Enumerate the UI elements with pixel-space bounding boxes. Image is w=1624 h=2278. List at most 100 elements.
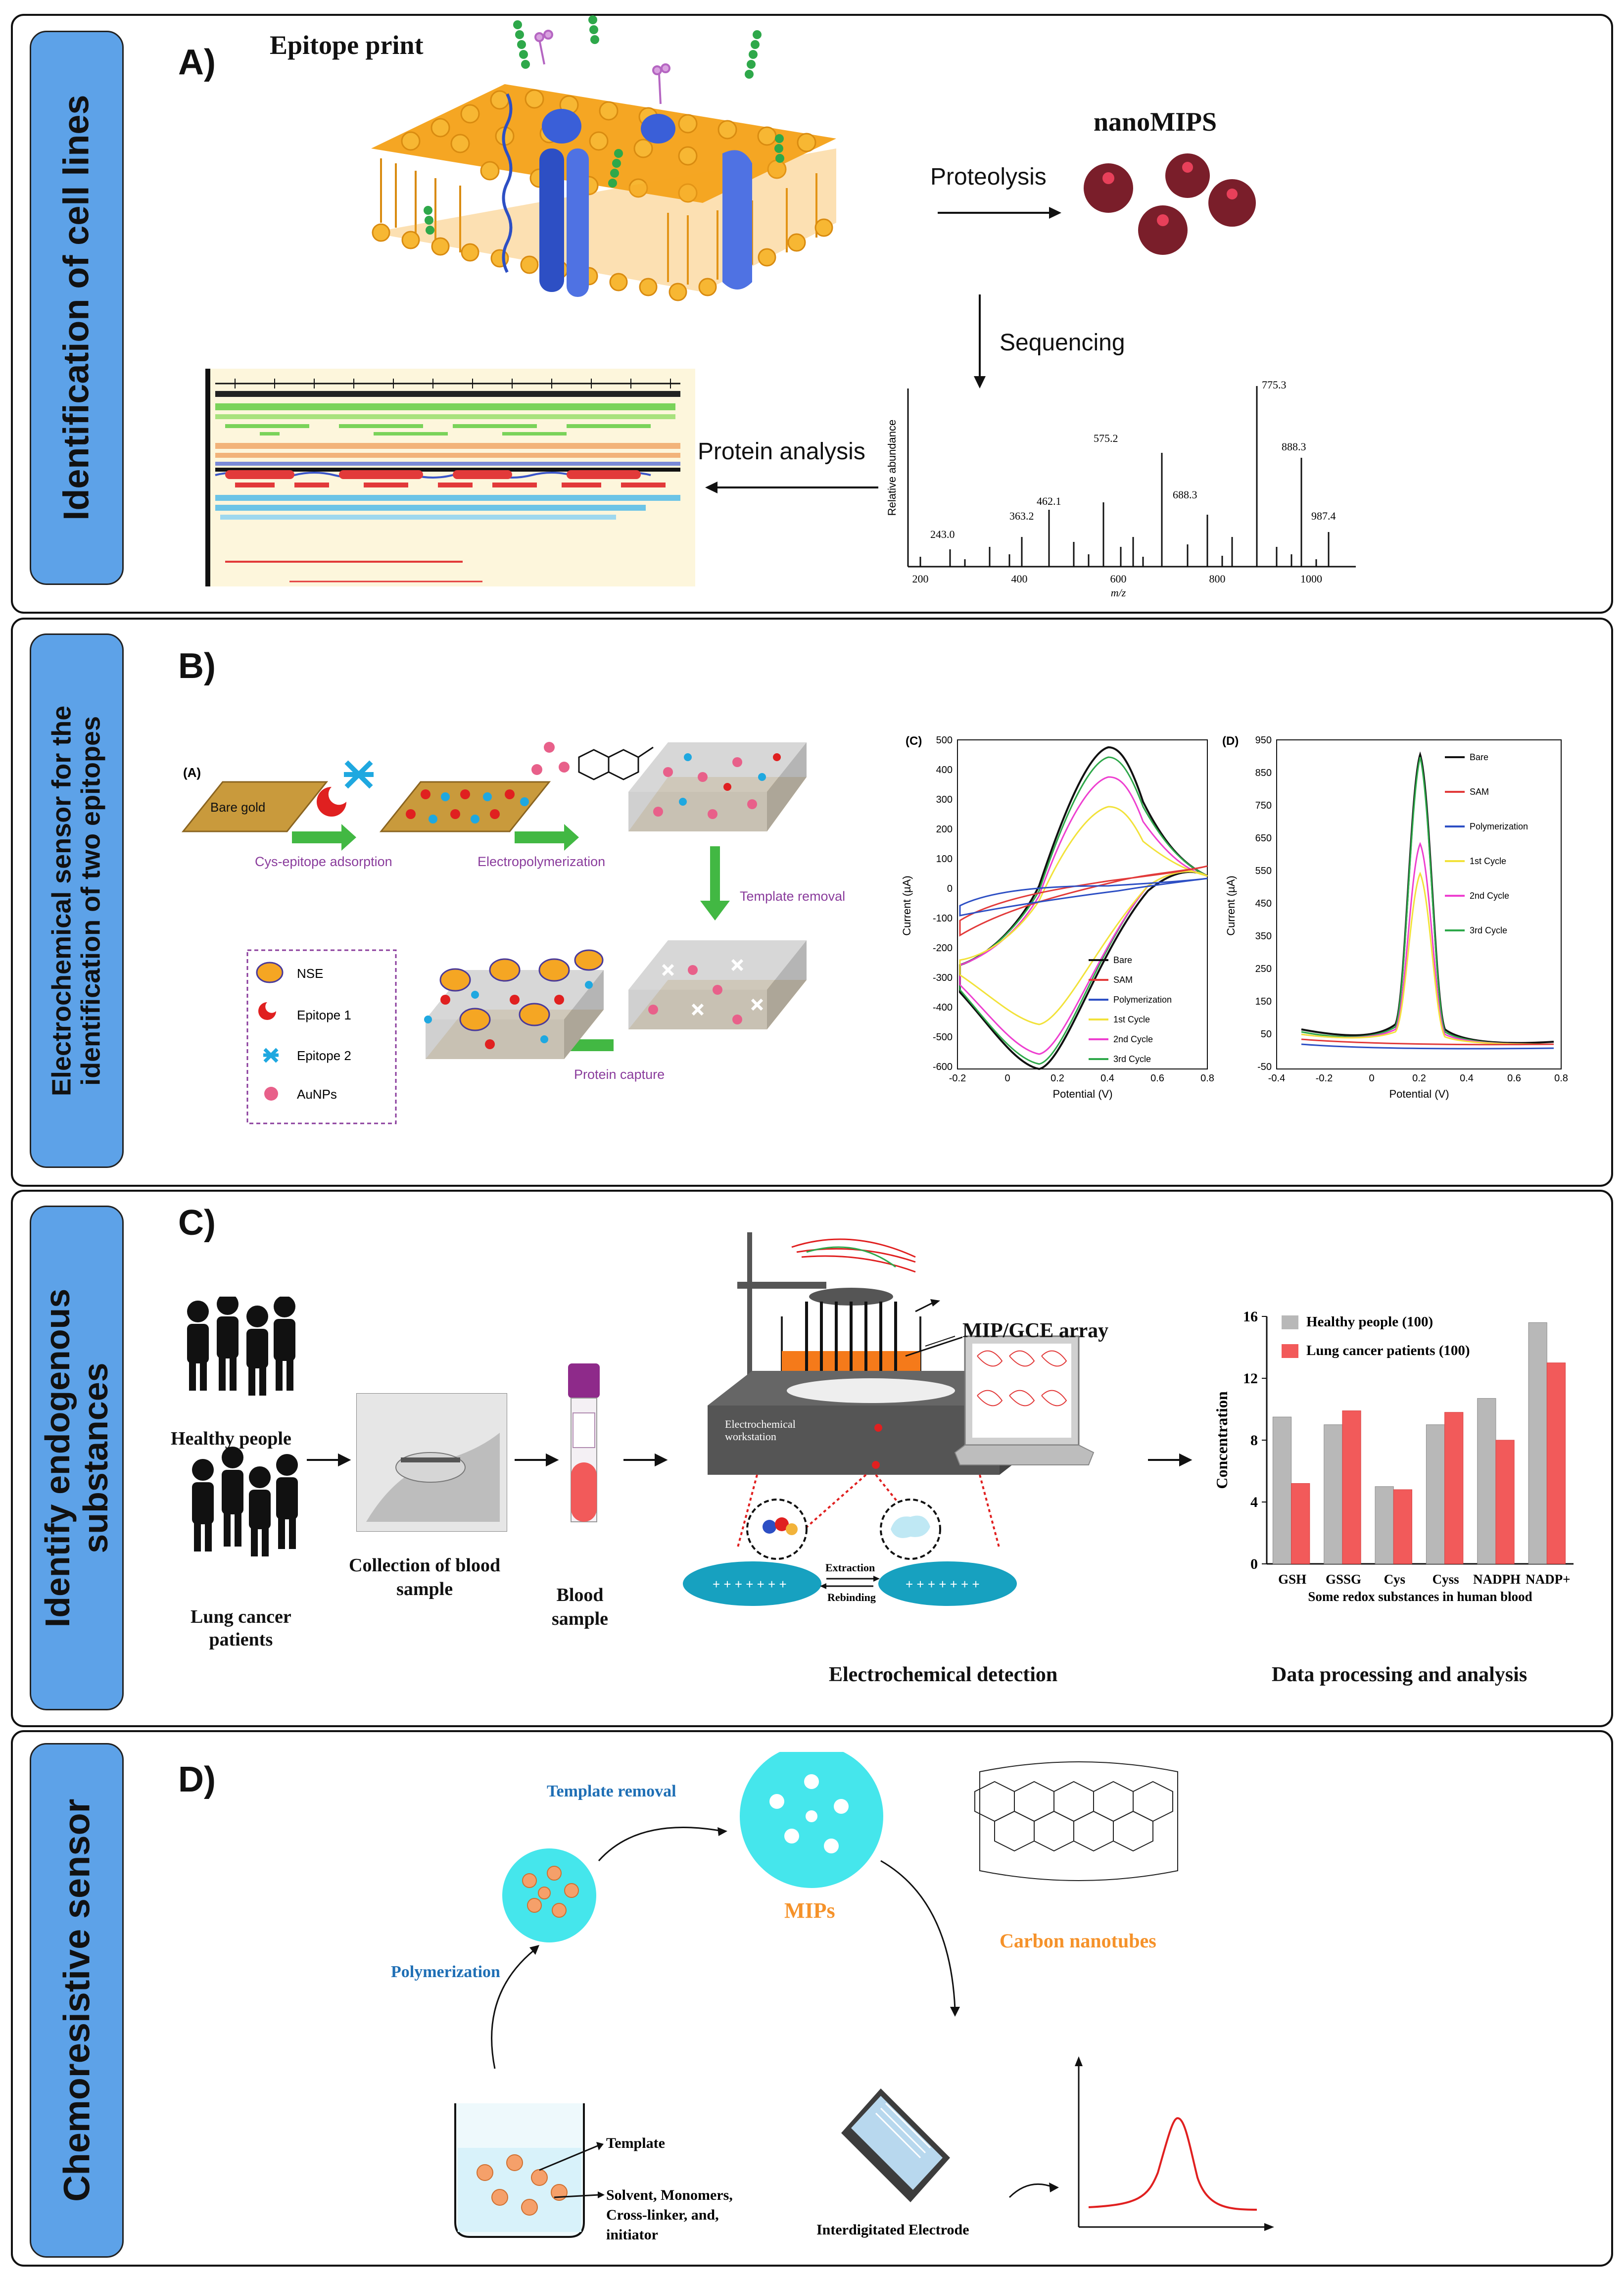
bar-category-label: Cyss bbox=[1433, 1572, 1459, 1587]
solvent-line3: initiator bbox=[606, 2227, 658, 2243]
workstation-line1: Electrochemical bbox=[725, 1418, 796, 1430]
panel-b bbox=[11, 618, 1613, 1187]
epitope-sensor-scheme: (A) Bare gold Cys-epitope adsorption Ele… bbox=[181, 742, 845, 1124]
side-label-c-line1: Identify endogenous bbox=[38, 1288, 77, 1628]
side-label-b-line2: identification of two epitopes bbox=[76, 716, 106, 1086]
peak-label: 575.2 bbox=[1094, 432, 1118, 444]
dpv-chart: (D) 950 850 750 650 550 450 350 250 150 … bbox=[1222, 734, 1568, 1100]
cv-ytick: 300 bbox=[936, 794, 953, 805]
epitope-print-title: Epitope print bbox=[270, 30, 424, 60]
panel-a-letter: A) bbox=[178, 43, 216, 82]
bar-healthy bbox=[1477, 1398, 1496, 1564]
healthy-people-label: Healthy people bbox=[171, 1428, 291, 1449]
bar-legend-label: Healthy people (100) bbox=[1306, 1314, 1433, 1330]
dpv-ytick: 650 bbox=[1255, 833, 1272, 844]
cv-legend-item: 2nd Cycle bbox=[1113, 1034, 1153, 1044]
dpv-tag: (D) bbox=[1222, 734, 1239, 748]
cv-ytick: 400 bbox=[936, 765, 953, 775]
blood-tube bbox=[568, 1363, 600, 1522]
cv-ytick: -400 bbox=[933, 1002, 953, 1013]
spectrum-xtick: 200 bbox=[912, 573, 929, 585]
data-processing-label: Data processing and analysis bbox=[1272, 1663, 1528, 1686]
step2-label: Electropolymerization bbox=[478, 854, 605, 869]
dpv-ytick: 750 bbox=[1255, 800, 1272, 811]
bar-category-label: GSH bbox=[1278, 1572, 1306, 1587]
panel-c-letter: C) bbox=[178, 1203, 216, 1243]
peak-label: 888.3 bbox=[1282, 440, 1306, 453]
lung-cancer-line2: patients bbox=[209, 1629, 273, 1650]
bar-legend-swatch bbox=[1282, 1344, 1298, 1358]
dpv-ytick: 550 bbox=[1255, 866, 1272, 876]
cv-xlabel: Potential (V) bbox=[1052, 1088, 1112, 1100]
mip-gce-pointer bbox=[905, 1336, 963, 1357]
cv-legend-item: Bare bbox=[1113, 955, 1132, 965]
dpv-xtick: 0.6 bbox=[1507, 1073, 1521, 1084]
spectrum-xtick: 1000 bbox=[1300, 573, 1322, 585]
step3-label: Template removal bbox=[740, 889, 845, 904]
cv-ylabel: Current (µA) bbox=[901, 875, 913, 935]
bar-chart-bars bbox=[1272, 1315, 1566, 1564]
bar-lung-cancer bbox=[1393, 1489, 1412, 1564]
panel-d-letter: D) bbox=[178, 1760, 216, 1799]
dpv-ytick: -50 bbox=[1257, 1062, 1272, 1072]
legend-epitope1: Epitope 1 bbox=[297, 1008, 351, 1022]
bar-healthy bbox=[1426, 1424, 1445, 1564]
blood-sample-line1: Blood bbox=[556, 1585, 604, 1605]
template-removal-label: Template removal bbox=[547, 1782, 676, 1800]
cv-xtick: 0 bbox=[1004, 1073, 1010, 1084]
bar-healthy bbox=[1375, 1486, 1394, 1564]
chemoresistive-scheme: Template removal MIPs Polymerization Car… bbox=[391, 1752, 1274, 2243]
bar-y-tick-label: 16 bbox=[1243, 1309, 1258, 1325]
sequencing-label: Sequencing bbox=[1000, 330, 1125, 356]
sequencing-arrow bbox=[974, 294, 986, 388]
rebinding-label: Rebinding bbox=[827, 1591, 876, 1603]
spectrum-xtick: 400 bbox=[1011, 573, 1028, 585]
panel-b-letter: B) bbox=[178, 646, 216, 686]
peak-label: 987.4 bbox=[1311, 510, 1336, 522]
spectrum-xtick: 800 bbox=[1209, 573, 1226, 585]
proteolysis-arrow bbox=[938, 207, 1061, 219]
svg-text:+ + + + + + +: + + + + + + + bbox=[906, 1577, 980, 1592]
dpv-legend-item: 3rd Cycle bbox=[1470, 925, 1507, 935]
scheme-tag: (A) bbox=[183, 765, 201, 780]
electrochemical-detection-label: Electrochemical detection bbox=[829, 1663, 1058, 1686]
bar-lung-cancer bbox=[1546, 1362, 1566, 1564]
cv-ytick: 0 bbox=[947, 883, 953, 894]
spectrum-ylabel: Relative abundance bbox=[886, 420, 898, 516]
collection-label: Collection of blood sample bbox=[349, 1554, 500, 1601]
dpv-ytick: 250 bbox=[1255, 964, 1272, 974]
blood-collection-photo bbox=[356, 1393, 507, 1532]
protein-analysis-arrow bbox=[705, 482, 878, 493]
bar-y-axis-label: Concentration bbox=[1213, 1391, 1231, 1489]
bar-lung-cancer bbox=[1291, 1483, 1310, 1564]
side-label-b-line1: Electrochemical sensor for the bbox=[47, 705, 77, 1096]
peak-label: 363.2 bbox=[1009, 510, 1034, 522]
cv-legend-item: 1st Cycle bbox=[1113, 1015, 1150, 1024]
cv-ytick: -200 bbox=[933, 943, 953, 954]
people-icons bbox=[187, 1297, 298, 1556]
cv-xtick: -0.2 bbox=[949, 1073, 966, 1084]
bar-healthy bbox=[1324, 1424, 1343, 1564]
bar-category-label: NADPH bbox=[1473, 1572, 1521, 1587]
cv-xtick: 0.2 bbox=[1051, 1073, 1064, 1084]
lung-cancer-line1: Lung cancer bbox=[191, 1606, 291, 1627]
mips-label: MIPs bbox=[784, 1898, 835, 1923]
solvent-line2: Cross-linker, and, bbox=[606, 2207, 719, 2223]
bar-category-label: Cys bbox=[1384, 1572, 1406, 1587]
side-label-a: Identification of cell lines bbox=[30, 31, 124, 585]
bare-gold-label: Bare gold bbox=[210, 800, 265, 815]
lung-cancer-label: Lung cancer patients bbox=[191, 1606, 291, 1651]
cv-ytick: -600 bbox=[933, 1062, 953, 1072]
dpv-legend-item: SAM bbox=[1470, 787, 1489, 797]
carbon-nanotubes-label: Carbon nanotubes bbox=[1000, 1930, 1156, 1952]
svg-text:+ + + + + + +: + + + + + + + bbox=[713, 1577, 787, 1592]
cv-chart: (C) 500 400 300 200 100 0 -100 -200 -300… bbox=[901, 734, 1214, 1100]
dpv-ytick: 950 bbox=[1255, 735, 1272, 746]
bar-legend-label: Lung cancer patients (100) bbox=[1306, 1343, 1470, 1358]
cv-xtick: 0.8 bbox=[1200, 1073, 1214, 1084]
cv-legend-item: Polymerization bbox=[1113, 995, 1172, 1005]
cv-ytick: -500 bbox=[933, 1032, 953, 1043]
bar-y-tick-label: 8 bbox=[1250, 1432, 1258, 1449]
